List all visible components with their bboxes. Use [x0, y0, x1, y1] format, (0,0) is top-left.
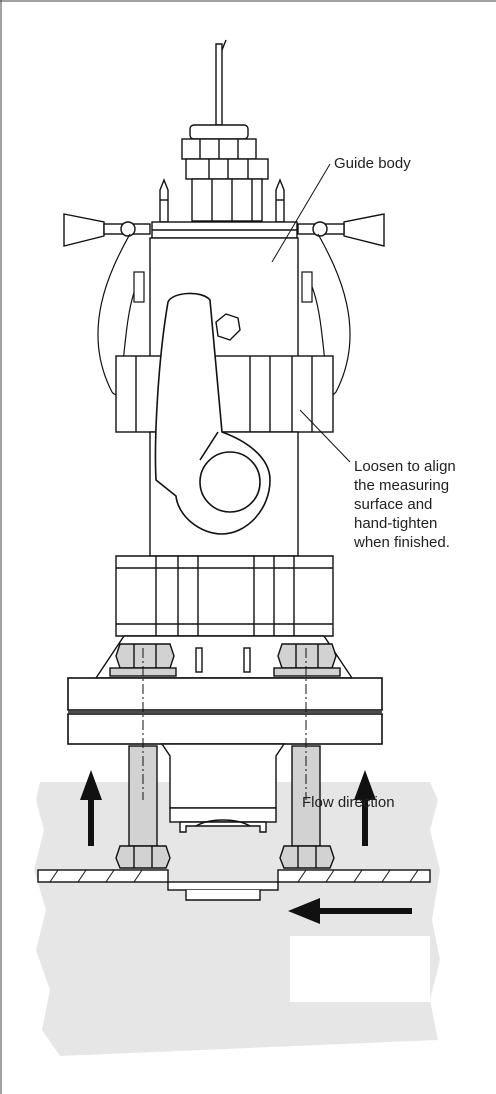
- lock-ring: [115, 355, 334, 433]
- flow-arrow: [288, 898, 412, 924]
- upward-arrow-left: [80, 770, 102, 846]
- flow-direction-label: Flow direction: [302, 794, 395, 811]
- sensor-tip: [167, 881, 279, 901]
- upward-arrow-right: [354, 770, 376, 846]
- flow-direction-box: [290, 936, 430, 1002]
- top-plate: [151, 221, 298, 239]
- flange-plates: [67, 677, 383, 745]
- leader-lines: [271, 163, 351, 463]
- lever-handle: [154, 292, 271, 535]
- pipe-wall-plate: [37, 869, 431, 883]
- union-nut: [115, 555, 334, 637]
- guide-body-label: Guide body: [334, 155, 411, 172]
- wing-screw-right: [297, 213, 385, 247]
- cable-gland: [181, 124, 269, 222]
- lower-hex-nuts: [115, 845, 335, 869]
- pipe-socket: [160, 743, 286, 833]
- wing-screw-left: [63, 213, 151, 247]
- loosen-instruction-label: Loosen to align the measuring surface an…: [354, 458, 456, 551]
- cable: [215, 39, 227, 126]
- retaining-wires: [97, 233, 351, 395]
- bolt-centerlines: [142, 648, 307, 800]
